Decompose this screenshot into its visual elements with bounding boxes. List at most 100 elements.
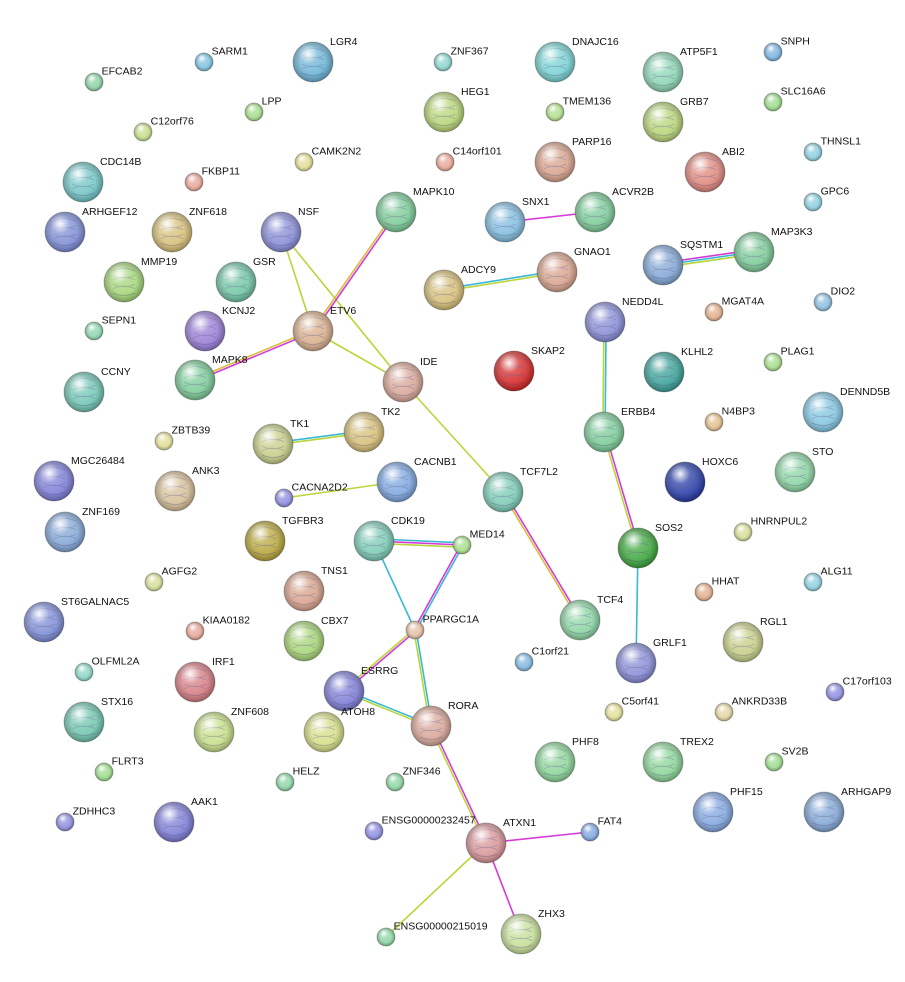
node-ENSG00000232457[interactable]: ENSG00000232457 [364,814,476,841]
node-TK2[interactable]: TK2 [343,406,400,453]
node-HNRNPUL2[interactable]: HNRNPUL2 [733,515,807,542]
node-SLC16A6[interactable]: SLC16A6 [763,85,826,112]
node-DNAJC16[interactable]: DNAJC16 [534,36,619,83]
node-ESRRG[interactable]: ESRRG [323,665,398,712]
node-CACNA2D2[interactable]: CACNA2D2 [274,481,348,508]
node-PHF8[interactable]: PHF8 [534,736,599,783]
node-TCF7L2[interactable]: TCF7L2 [482,466,558,513]
node-TNS1[interactable]: TNS1 [283,565,348,612]
node-ATP5F1[interactable]: ATP5F1 [642,46,718,93]
node-HEG1[interactable]: HEG1 [423,86,490,133]
node-FKBP11[interactable]: FKBP11 [184,165,240,192]
node-NSF[interactable]: NSF [260,206,319,253]
node-C1orf21[interactable]: C1orf21 [514,645,569,672]
node-MGC26484[interactable]: MGC26484 [33,455,125,502]
node-FAT4[interactable]: FAT4 [580,815,622,842]
node-DIO2[interactable]: DIO2 [813,285,855,312]
node-EFCAB2[interactable]: EFCAB2 [84,65,143,92]
node-ATXN1[interactable]: ATXN1 [465,817,536,864]
node-LGR4[interactable]: LGR4 [292,36,358,83]
node-FLRT3[interactable]: FLRT3 [94,755,144,782]
node-PARP16[interactable]: PARP16 [534,136,612,183]
node-MGAT4A[interactable]: MGAT4A [704,295,764,322]
node-TGFBR3[interactable]: TGFBR3 [244,515,324,562]
node-ZNF169[interactable]: ZNF169 [44,506,120,553]
node-CDC14B[interactable]: CDC14B [62,156,141,203]
node-SQSTM1[interactable]: SQSTM1 [642,239,723,286]
node-STX16[interactable]: STX16 [63,696,133,743]
node-C17orf103[interactable]: C17orf103 [825,675,892,702]
node-TK1[interactable]: TK1 [252,418,309,465]
node-TMEM136[interactable]: TMEM136 [545,95,611,122]
node-CCNY[interactable]: CCNY [63,366,131,413]
node-STO[interactable]: STO [774,446,833,493]
node-RORA[interactable]: RORA [410,700,478,747]
node-ARHGAP9[interactable]: ARHGAP9 [803,786,891,833]
node-ETV6[interactable]: ETV6 [292,305,356,352]
node-CBX7[interactable]: CBX7 [283,615,349,662]
node-KIAA0182[interactable]: KIAA0182 [185,614,250,641]
node-ZNF367[interactable]: ZNF367 [433,45,489,72]
node-KLHL2[interactable]: KLHL2 [643,346,713,393]
node-C12orf76[interactable]: C12orf76 [133,115,194,142]
node-MAP3K3[interactable]: MAP3K3 [733,226,813,273]
node-IRF1[interactable]: IRF1 [174,656,235,703]
node-PLAG1[interactable]: PLAG1 [763,345,815,372]
node-ZDHHC3[interactable]: ZDHHC3 [55,805,115,832]
node-GNAO1[interactable]: GNAO1 [536,246,611,293]
node-ZNF608[interactable]: ZNF608 [193,706,269,753]
node-C5orf41[interactable]: C5orf41 [604,695,659,722]
node-ALG11[interactable]: ALG11 [803,565,853,592]
node-SEPN1[interactable]: SEPN1 [84,314,136,341]
node-HOXC6[interactable]: HOXC6 [664,456,738,503]
node-ENSG00000215019[interactable]: ENSG00000215019 [376,920,488,947]
node-RGL1[interactable]: RGL1 [722,616,788,663]
node-SARM1[interactable]: SARM1 [194,45,248,72]
node-DENND5B[interactable]: DENND5B [802,386,890,433]
node-GPC6[interactable]: GPC6 [803,185,849,212]
node-ST6GALNAC5[interactable]: ST6GALNAC5 [23,596,129,643]
node-TCF4[interactable]: TCF4 [559,594,623,641]
node-MMP19[interactable]: MMP19 [103,256,177,303]
node-SKAP2[interactable]: SKAP2 [493,345,565,392]
node-ATOH8[interactable]: ATOH8 [303,706,375,753]
node-C14orf101[interactable]: C14orf101 [435,145,502,172]
node-ZHX3[interactable]: ZHX3 [500,908,565,955]
node-MAPK8[interactable]: MAPK8 [174,354,248,401]
node-TREX2[interactable]: TREX2 [642,736,714,783]
node-OLFML2A[interactable]: OLFML2A [74,655,140,682]
node-SV2B[interactable]: SV2B [764,745,809,772]
node-ANKRD33B[interactable]: ANKRD33B [714,695,787,722]
node-GRLF1[interactable]: GRLF1 [615,637,687,684]
node-ACVR2B[interactable]: ACVR2B [574,186,654,233]
node-ZNF618[interactable]: ZNF618 [151,206,227,253]
node-CDK19[interactable]: CDK19 [353,515,425,562]
node-GSR[interactable]: GSR [215,256,276,303]
node-AGFG2[interactable]: AGFG2 [144,565,197,592]
node-N4BP3[interactable]: N4BP3 [704,405,755,432]
node-PPARGC1A[interactable]: PPARGC1A [405,613,479,640]
node-ABI2[interactable]: ABI2 [684,146,745,193]
node-NEDD4L[interactable]: NEDD4L [584,296,664,343]
node-SNX1[interactable]: SNX1 [484,196,550,243]
node-HHAT[interactable]: HHAT [694,575,740,602]
node-GRB7[interactable]: GRB7 [642,96,709,143]
node-HELZ[interactable]: HELZ [275,765,320,792]
node-AAK1[interactable]: AAK1 [153,796,218,843]
node-THNSL1[interactable]: THNSL1 [803,135,861,162]
node-ZNF346[interactable]: ZNF346 [385,765,441,792]
node-CACNB1[interactable]: CACNB1 [376,456,457,503]
node-ERBB4[interactable]: ERBB4 [583,406,656,453]
node-ANK3[interactable]: ANK3 [154,465,220,512]
node-IDE[interactable]: IDE [382,356,438,403]
node-ARHGEF12[interactable]: ARHGEF12 [44,206,138,253]
node-ZBTB39[interactable]: ZBTB39 [154,424,210,451]
node-SNPH[interactable]: SNPH [763,35,810,62]
node-CAMK2N2[interactable]: CAMK2N2 [294,145,361,172]
node-MED14[interactable]: MED14 [452,528,505,555]
node-KCNJ2[interactable]: KCNJ2 [184,305,255,352]
node-SOS2[interactable]: SOS2 [617,522,683,569]
node-ADCY9[interactable]: ADCY9 [423,264,496,311]
node-LPP[interactable]: LPP [244,95,282,122]
node-MAPK10[interactable]: MAPK10 [375,186,455,233]
